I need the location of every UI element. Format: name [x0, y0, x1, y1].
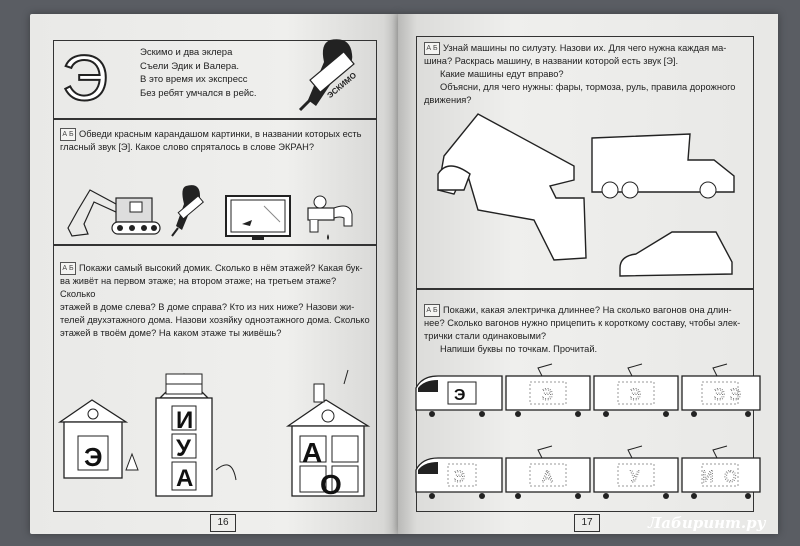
left-page: Э Эскимо и два эклера Съели Эдик и Валер…: [30, 14, 398, 534]
right-task1-line: движения?: [424, 95, 472, 106]
task1-line: гласный звук [Э]. Какое слово спряталось…: [60, 142, 315, 153]
house-tall-letter: А: [176, 465, 193, 492]
task2-line: телей двухэтажного дома. Назови хозяйку …: [60, 315, 370, 326]
monitor-icon: [225, 195, 291, 240]
abc-block-icon: А Б: [424, 42, 440, 56]
excavator-icon: [67, 189, 161, 237]
icecream-icon: ЭСКИМО: [298, 39, 358, 112]
train1-letter: Э: [454, 387, 465, 404]
task1-line: Обведи красным карандашом картинки, в на…: [79, 129, 362, 139]
poem-line: Без ребят умчался в рейс.: [140, 87, 257, 99]
task2-line: ва живёт на первом этаже; на втором этаж…: [60, 276, 337, 300]
train1-letter: Э: [542, 385, 553, 404]
small-icecream-icon: [171, 185, 205, 237]
train2-letter: У: [630, 467, 640, 486]
poem: Эскимо и два эклера Съели Эдик и Валера.…: [140, 46, 257, 100]
right-task1-line: Узнай машины по силуэту. Назови их. Для …: [443, 43, 727, 53]
car-silhouette: [619, 231, 733, 277]
watermark-logo: Лабиринт.ру: [648, 514, 766, 532]
house-tall-letter: И: [176, 407, 193, 434]
right-task1-frame: [416, 36, 754, 290]
abc-block-icon: А Б: [424, 304, 440, 318]
poem-line: В это время их экспресс: [140, 74, 248, 85]
abc-block-icon: А Б: [60, 262, 76, 276]
poem-frame: [53, 40, 377, 120]
train-long: Э Э Э Э Э: [415, 363, 761, 417]
task2-frame: [53, 244, 377, 512]
big-letter: Э: [61, 42, 109, 114]
right-task2-line: Покажи, какая электричка длиннее? На ско…: [443, 305, 732, 315]
task1-frame: [53, 118, 377, 246]
train2-letter: Э: [454, 467, 465, 486]
houses-illustration: Э И У А А О: [57, 369, 371, 500]
right-task1-line: Какие машины едут вправо?: [440, 69, 564, 80]
poem-line: Эскимо и два эклера: [140, 47, 233, 58]
right-task2-line: нее? Сколько вагонов нужно прицепить к к…: [424, 318, 741, 329]
right-task2-line: трички стали одинаковыми?: [424, 331, 547, 342]
abc-block-icon: А Б: [60, 128, 76, 142]
excavator-silhouette: [437, 113, 587, 261]
right-task1-line: шина? Раскрась машину, в названии которо…: [424, 56, 679, 67]
train1-letter: Э: [730, 385, 741, 404]
train2-letter: И: [702, 467, 714, 486]
faucet-icon: [307, 195, 353, 240]
task2-line: этажей в доме слева? В доме справа? Кто …: [60, 302, 355, 313]
house-mid-letter: А: [302, 437, 322, 468]
right-task1-line: Объясни, для чего нужны: фары, тормоза, …: [440, 82, 736, 93]
poem-line: Съели Эдик и Валера.: [140, 60, 240, 72]
house-tall-letter: У: [176, 435, 192, 462]
task2-line: Покажи самый высокий домик. Сколько в нё…: [79, 263, 363, 273]
right-task2-line: Напиши буквы по точкам. Прочитай.: [440, 344, 598, 355]
page-number-right: 17: [574, 514, 600, 532]
train1-letter: Э: [714, 385, 725, 404]
dump-truck-silhouette: [591, 133, 735, 199]
page-number-left: 16: [210, 514, 236, 532]
house-mid-letter: О: [320, 469, 342, 500]
train1-letter: Э: [630, 385, 641, 404]
train-short: Э А У И О: [415, 445, 761, 499]
house-small-letter: Э: [84, 442, 103, 472]
train2-letter: О: [724, 467, 737, 486]
task2-line: этажей в твоём доме? На каком этаже ты ж…: [60, 328, 282, 339]
train2-letter: А: [542, 467, 553, 486]
